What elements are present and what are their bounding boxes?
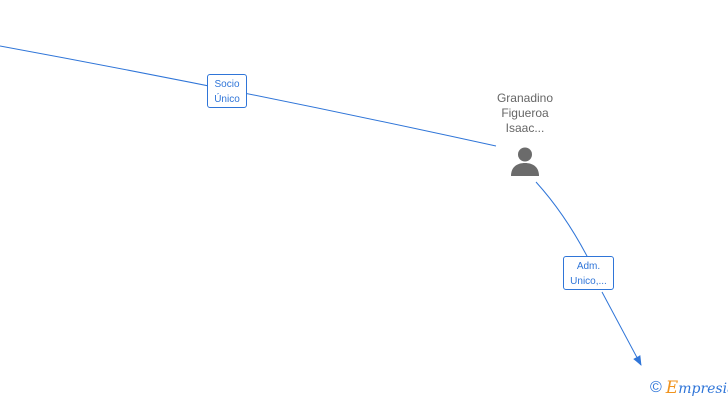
person-node[interactable]: Granadino Figueroa Isaac... xyxy=(478,91,572,176)
brand-logo-initial: E xyxy=(665,378,679,398)
edge-label-adm-unico[interactable]: Adm. Unico,... xyxy=(563,256,614,290)
edge-label-line: Unico,... xyxy=(570,276,607,287)
person-name-line: Isaac... xyxy=(505,121,545,135)
brand-watermark: © Empresia xyxy=(650,378,728,398)
edge-label-line: Adm. xyxy=(576,261,601,272)
brand-logo-rest: mpresia xyxy=(678,381,728,397)
person-name-line: Granadino xyxy=(496,91,554,105)
copyright-icon: © xyxy=(650,379,662,396)
edge-label-line: Socio xyxy=(214,79,240,90)
edge-socio-unico xyxy=(0,45,497,147)
brand-logo: Empresia xyxy=(666,378,728,398)
edge-label-socio-unico[interactable]: Socio Único xyxy=(207,74,247,108)
person-icon xyxy=(511,147,539,176)
edge-label-line: Único xyxy=(214,94,240,105)
edge-adm-unico xyxy=(535,181,641,365)
person-name-line: Figueroa xyxy=(501,106,549,120)
